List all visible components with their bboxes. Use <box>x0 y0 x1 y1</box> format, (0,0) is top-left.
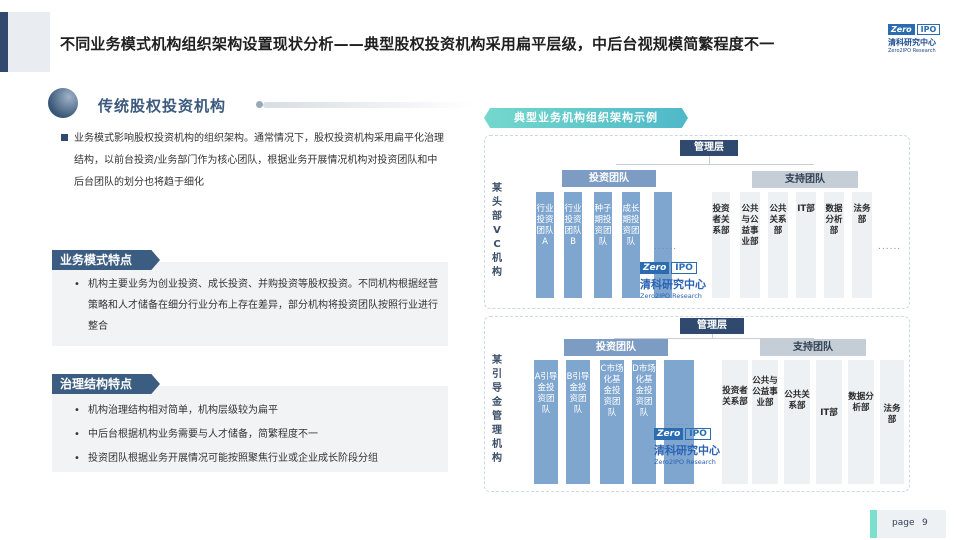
org-chart-2-sup-col: IT部 <box>816 360 842 484</box>
org-chart-1-sup-col: 公共关系部 <box>768 192 788 298</box>
org-chart-2-frame <box>484 316 910 492</box>
org-chart-1-frame <box>484 135 910 309</box>
org-chart-1-inv-col: 行业投资团队B <box>564 192 582 298</box>
page-number: 9 <box>922 518 928 528</box>
watermark-cn: 清科研究中心 <box>654 444 720 457</box>
org-chart-2-label: 某引导金管理机构 <box>492 355 502 464</box>
governance-bullet: 中后台根据机构业务需要与人才储备，简繁程度不一 <box>74 424 438 445</box>
org-chart-2-mgmt: 管理层 <box>680 318 744 334</box>
watermark-logo: Zero IPO 清科研究中心 Zero2IPO Research <box>654 428 730 466</box>
business-bullet: 机构主要业务为创业投资、成长投资、并购投资等股权投资。不同机构根据经营策略和人才… <box>74 274 438 337</box>
watermark-en: Zero2IPO Research <box>640 292 702 300</box>
connector <box>614 338 814 339</box>
governance-panel: 机构治理结构相对简单，机构层级较为扁平 中后台根据机构业务需要与人才储备，简繁程… <box>52 386 448 472</box>
logo-cn-text: 清科研究中心 <box>888 38 936 47</box>
logo-en-text: Zero2IPO Research <box>888 48 936 54</box>
page-label: page <box>892 518 915 528</box>
governance-bullet: 机构治理结构相对简单，机构层级较为扁平 <box>74 400 438 421</box>
business-panel: 机构主要业务为创业投资、成长投资、并购投资等股权投资。不同机构根据经营策略和人才… <box>52 262 448 346</box>
watermark-cn: 清科研究中心 <box>640 278 706 291</box>
page-indicator <box>870 510 946 538</box>
connector <box>712 334 713 338</box>
header-accent-bar <box>0 12 8 72</box>
org-chart-1-sup-col: 投资者关系部 <box>712 192 730 298</box>
org-chart-1-inv-group: 投资团队 <box>562 170 656 187</box>
watermark-ipo: IPO <box>685 428 711 440</box>
org-chart-title: 典型业务机构组织架构示例 <box>484 108 688 128</box>
logo-ipo-text: IPO <box>916 24 941 35</box>
square-bullet-icon <box>61 134 68 141</box>
intro-paragraph: 业务模式影响股权投资机构的组织架构。通常情况下，股权投资机构采用扁平化治理结构，… <box>74 133 444 188</box>
org-chart-2-inv-col: A引导金投资团队 <box>534 360 558 484</box>
org-chart-1-inv-col: 行业投资团队A <box>536 192 554 298</box>
section-title: 传统股权投资机构 <box>98 97 227 115</box>
org-chart-1-sup-col: IT部 <box>796 192 816 298</box>
section-dot <box>256 101 263 108</box>
org-chart-2-sup-col: 公共与公益事业部 <box>752 360 778 484</box>
org-chart-2-inv-col: D市场化基金投资团队 <box>632 360 656 484</box>
connector <box>616 164 814 165</box>
org-chart-1-inv-col: 成长期投资团队 <box>622 192 640 298</box>
watermark-zero: Zero <box>640 262 670 274</box>
watermark-zero: Zero <box>654 428 684 440</box>
section-decoration-icon <box>48 88 78 118</box>
logo-zero-text: Zero <box>888 24 915 35</box>
org-chart-2-sup-col: 法务部 <box>880 360 904 484</box>
org-chart-1-inv-more: ...... <box>654 242 678 252</box>
page-title: 不同业务模式机构组织架构设置现状分析——典型股权投资机构采用扁平层级，中后台视规… <box>60 35 775 53</box>
connector <box>709 156 710 164</box>
org-chart-2-inv-col: B引导金投资团队 <box>566 360 590 484</box>
header-accent-band <box>8 12 50 72</box>
governance-bullet: 投资团队根据业务开展情况可能按照聚焦行业或企业成长阶段分组 <box>74 448 438 469</box>
org-chart-2-inv-more: ...... <box>666 418 690 428</box>
business-tag: 业务模式特点 <box>52 250 160 270</box>
org-chart-2-sup-col: 公共关系部 <box>784 360 810 484</box>
org-chart-2-sup-group: 支持团队 <box>760 339 866 356</box>
org-chart-1-label: 某头部VC机构 <box>492 183 502 278</box>
governance-tag: 治理结构特点 <box>52 374 160 394</box>
org-chart-2-inv-col <box>664 360 694 484</box>
org-chart-2-inv-col: C市场化基金投资团队 <box>600 360 624 484</box>
org-chart-1-sup-more: ...... <box>878 242 902 252</box>
org-chart-1-mgmt: 管理层 <box>680 140 738 156</box>
org-chart-1-inv-col: 种子期投资团队 <box>594 192 612 298</box>
org-chart-2-inv-group: 投资团队 <box>564 339 668 356</box>
section-divider <box>263 102 473 108</box>
watermark-en: Zero2IPO Research <box>654 458 716 466</box>
brand-logo: Zero IPO 清科研究中心 Zero2IPO Research <box>888 24 950 60</box>
org-chart-1-sup-col: 数据分析部 <box>824 192 844 298</box>
org-chart-1-sup-group: 支持团队 <box>752 171 858 188</box>
watermark-logo: Zero IPO 清科研究中心 Zero2IPO Research <box>640 262 716 300</box>
org-chart-2-sup-col: 数据分析部 <box>848 360 874 484</box>
org-chart-1-sup-col: 公共与公益事业部 <box>740 192 760 298</box>
org-chart-2-sup-col: 投资者关系部 <box>722 360 748 484</box>
watermark-ipo: IPO <box>671 262 697 274</box>
org-chart-1-sup-col: 法务部 <box>852 192 872 298</box>
